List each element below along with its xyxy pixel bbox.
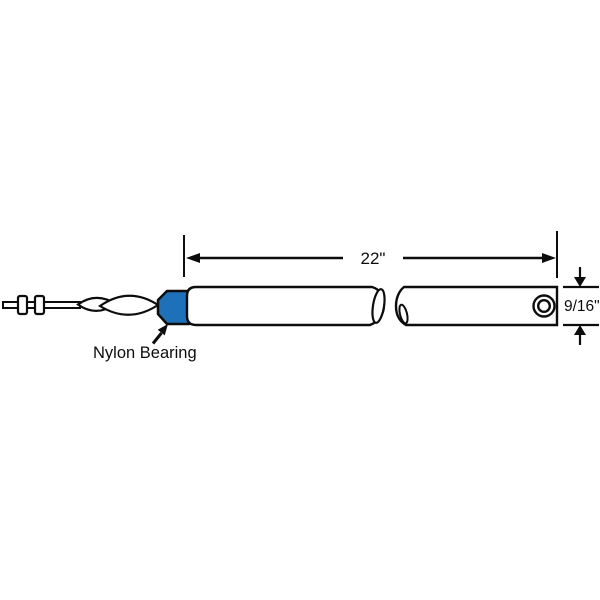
callout-arrow-head [157,324,168,336]
callout-arrow-shaft [151,332,163,345]
diameter-arrow-bottom [574,325,586,335]
dimension-arrow-left [186,253,200,263]
diameter-dimension-label: 9/16" [564,298,600,315]
eyelet-inner-ring [537,299,552,314]
tube-right-segment [394,285,559,327]
tube-left-body [185,285,386,327]
diameter-dimension: 9/16" [563,267,600,345]
rod-pin-1 [16,294,29,316]
nylon-bearing-shape [156,289,191,326]
length-dimension-label: 22" [361,249,386,268]
nylon-bearing [156,289,191,326]
bearing-callout-label: Nylon Bearing [93,344,197,362]
tube-break-right-loop [398,303,409,325]
spiral-twist-2 [97,294,161,316]
diameter-arrow-top [574,277,586,287]
rod-pin-2 [33,294,46,316]
length-dimension: 22" [183,231,558,278]
tube-left-segment [185,285,386,327]
bearing-callout: Nylon Bearing [93,324,197,362]
dimension-arrow-right [542,253,556,263]
tube-break-left-loop [371,288,386,324]
spiral-rod [2,294,161,316]
tube-right-body [394,285,559,327]
